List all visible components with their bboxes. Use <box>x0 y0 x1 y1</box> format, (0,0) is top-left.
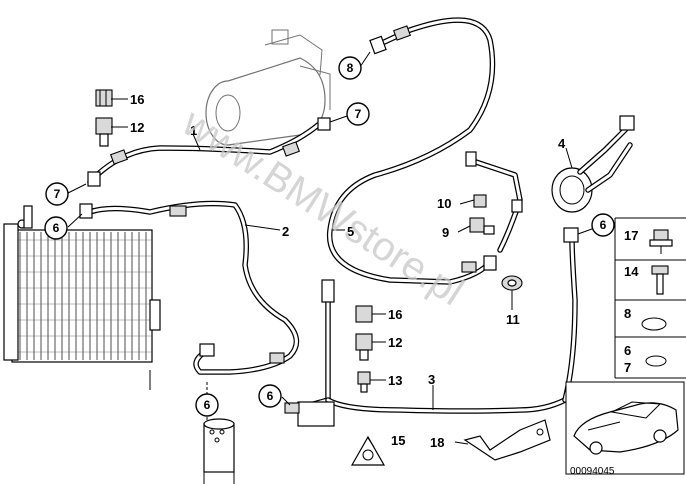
callout-6-right[interactable]: 6 <box>591 213 615 237</box>
valve-9[interactable] <box>469 217 495 235</box>
cap-16-top[interactable] <box>95 89 113 107</box>
label-5[interactable]: 5 <box>347 224 354 239</box>
label-12-mid[interactable]: 12 <box>388 335 402 350</box>
legend-label-17[interactable]: 17 <box>624 228 638 243</box>
expansion-valve[interactable] <box>551 115 635 243</box>
callout-6-bottom[interactable]: 6 <box>195 393 219 417</box>
label-15[interactable]: 15 <box>391 433 405 448</box>
valve-12-mid[interactable] <box>355 333 373 361</box>
callout-7-left[interactable]: 7 <box>45 182 69 206</box>
diagram-code: 00094045 <box>570 466 615 477</box>
hose-suction[interactable] <box>326 17 497 285</box>
legend-label-7[interactable]: 7 <box>624 360 631 375</box>
legend-panel <box>614 217 686 379</box>
legend-part-14[interactable] <box>651 265 669 295</box>
svg-text:6: 6 <box>204 398 211 412</box>
svg-text:7: 7 <box>54 187 61 201</box>
legend-label-6[interactable]: 6 <box>624 343 631 358</box>
svg-text:7: 7 <box>355 107 362 121</box>
small-pipe[interactable] <box>465 151 523 253</box>
pipe-3[interactable] <box>284 237 578 427</box>
label-13[interactable]: 13 <box>388 373 402 388</box>
legend-label-14[interactable]: 14 <box>624 264 639 279</box>
label-11[interactable]: 11 <box>506 312 520 327</box>
label-2[interactable]: 2 <box>282 224 289 239</box>
compressor[interactable] <box>205 29 331 146</box>
warning-label-15[interactable] <box>350 435 386 466</box>
legend-part-8[interactable] <box>641 317 667 331</box>
condenser[interactable] <box>3 205 161 390</box>
label-1[interactable]: 1 <box>190 123 197 138</box>
svg-text:6: 6 <box>53 221 60 235</box>
legend-part-17[interactable] <box>649 229 673 254</box>
callout-8[interactable]: 8 <box>338 56 362 80</box>
label-3[interactable]: 3 <box>428 372 435 387</box>
callout-6-left[interactable]: 6 <box>44 216 68 240</box>
label-9[interactable]: 9 <box>442 225 449 240</box>
car-thumbnail[interactable] <box>565 381 685 475</box>
callout-6-mid[interactable]: 6 <box>258 384 282 408</box>
callout-7-top[interactable]: 7 <box>346 102 370 126</box>
legend-part-6-7[interactable] <box>645 355 667 367</box>
label-4[interactable]: 4 <box>558 136 566 151</box>
cap-16-mid[interactable] <box>355 305 373 323</box>
label-16-mid[interactable]: 16 <box>388 307 402 322</box>
svg-text:6: 6 <box>600 218 607 232</box>
valve-10[interactable] <box>473 194 487 208</box>
valve-12-top[interactable] <box>95 117 113 147</box>
label-18[interactable]: 18 <box>430 435 444 450</box>
pipe-2[interactable] <box>79 200 300 375</box>
legend-label-8[interactable]: 8 <box>624 306 631 321</box>
grommet-11[interactable] <box>501 275 523 291</box>
svg-text:6: 6 <box>267 389 274 403</box>
dryer-bottle[interactable] <box>203 418 235 484</box>
label-16-top[interactable]: 16 <box>130 92 144 107</box>
svg-text:8: 8 <box>347 61 354 75</box>
hose-1[interactable] <box>87 117 331 187</box>
label-10[interactable]: 10 <box>437 196 451 211</box>
bracket-18[interactable] <box>463 419 551 461</box>
valve-13[interactable] <box>357 371 371 393</box>
label-12-top[interactable]: 12 <box>130 120 144 135</box>
